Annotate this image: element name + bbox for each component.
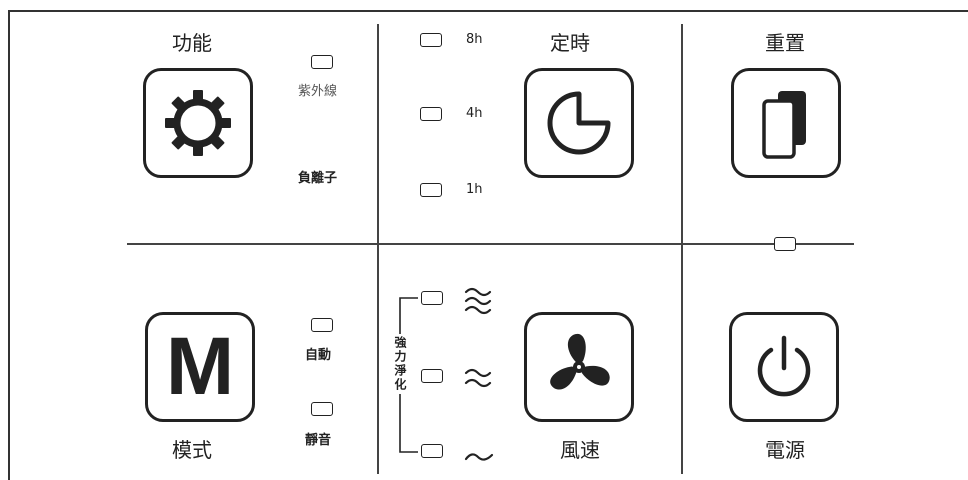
wave-low-icon <box>464 453 494 461</box>
divider-vertical-left <box>377 24 379 474</box>
panel-frame <box>8 10 968 480</box>
timer-8h-led <box>420 33 442 47</box>
function-title: 功能 <box>172 31 212 55</box>
function-button[interactable] <box>143 68 253 178</box>
negative-ion-label: 負離子 <box>298 171 338 186</box>
letter-m-icon: M <box>165 321 235 412</box>
fan-title: 風速 <box>560 438 600 462</box>
divider-horizontal <box>127 243 854 245</box>
uv-indicator-led <box>311 55 333 69</box>
timer-title: 定時 <box>550 31 590 55</box>
auto-label: 自動 <box>305 348 332 363</box>
auto-indicator-led <box>311 318 333 332</box>
timer-1h-label: 1h <box>466 182 483 197</box>
divider-vertical-right <box>681 24 683 474</box>
fan-button[interactable] <box>524 312 634 422</box>
clock-pie-icon <box>544 88 614 158</box>
copy-stack-icon <box>756 87 816 159</box>
mode-button[interactable]: M <box>145 312 255 422</box>
fan-high-led <box>421 291 443 305</box>
power-button[interactable] <box>729 312 839 422</box>
power-title: 電源 <box>765 438 805 462</box>
fan-mid-led <box>421 369 443 383</box>
wave-mid-icon <box>464 368 492 388</box>
uv-label: 紫外線 <box>298 84 338 99</box>
reset-button[interactable] <box>731 68 841 178</box>
fan-low-led <box>421 444 443 458</box>
timer-4h-led <box>420 107 442 121</box>
wave-high-icon <box>464 287 492 315</box>
strong-purify-label: 強力淨化 <box>392 334 409 394</box>
power-icon <box>749 332 819 402</box>
mode-title: 模式 <box>172 438 212 462</box>
fan-icon <box>539 327 619 407</box>
timer-8h-label: 8h <box>466 32 483 47</box>
timer-button[interactable] <box>524 68 634 178</box>
silent-indicator-led <box>311 402 333 416</box>
gear-icon <box>161 86 235 160</box>
filter-reset-led <box>774 237 796 251</box>
silent-label: 靜音 <box>305 433 332 448</box>
reset-title: 重置 <box>765 31 805 55</box>
timer-1h-led <box>420 183 442 197</box>
timer-4h-label: 4h <box>466 106 483 121</box>
